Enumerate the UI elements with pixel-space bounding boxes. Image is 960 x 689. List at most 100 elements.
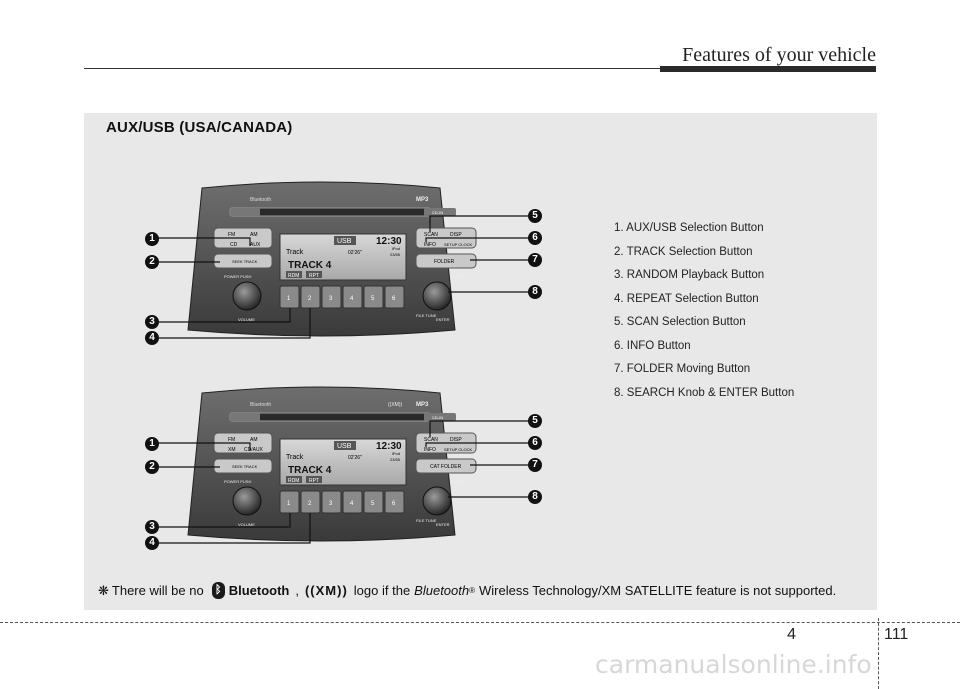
legend-item: 4. REPEAT Selection Button (614, 293, 794, 317)
callout-marker-2: 2 (145, 255, 159, 269)
svg-text:FILE TUNE: FILE TUNE (416, 518, 437, 523)
callout-marker-6: 6 (528, 436, 542, 450)
left-button-cluster: FM AM XM CD/AUX SEEK TRACK (214, 433, 272, 473)
search-knob[interactable] (423, 487, 451, 515)
svg-text:VOLUME: VOLUME (238, 522, 255, 527)
mp3-badge: MP3 (416, 402, 429, 408)
callout-marker-2: 2 (145, 460, 159, 474)
callout-marker-6: 6 (528, 231, 542, 245)
registered-mark: ® (469, 586, 475, 595)
svg-text:CD-IN: CD-IN (432, 415, 443, 420)
svg-text:23/55: 23/55 (390, 252, 401, 257)
footer-divider (878, 618, 879, 689)
svg-text:ENTER: ENTER (436, 522, 450, 527)
search-knob[interactable] (423, 282, 451, 310)
legend-item: 3. RANDOM Playback Button (614, 269, 794, 293)
eject-button[interactable] (230, 413, 260, 421)
svg-text:AUX: AUX (250, 242, 261, 248)
svg-text:CAT FOLDER: CAT FOLDER (430, 464, 462, 470)
eject-button[interactable] (230, 208, 260, 216)
svg-text:XM: XM (228, 447, 236, 453)
svg-text:iPod: iPod (392, 246, 400, 251)
header-rule (84, 68, 660, 69)
svg-text:FILE TUNE: FILE TUNE (416, 313, 437, 318)
svg-text:SETUP CLOCK: SETUP CLOCK (444, 242, 472, 247)
svg-text:SETUP CLOCK: SETUP CLOCK (444, 447, 472, 452)
svg-text:02'26": 02'26" (348, 250, 362, 256)
svg-text:iPod: iPod (392, 451, 400, 456)
svg-text:DISP: DISP (450, 437, 462, 443)
volume-knob[interactable] (233, 282, 261, 310)
svg-text:RPT: RPT (309, 273, 319, 279)
button-legend: 1. AUX/USB Selection Button 2. TRACK Sel… (614, 222, 794, 410)
volume-knob[interactable] (233, 487, 261, 515)
footnote-text-1: There will be no (112, 583, 204, 598)
legend-item: 1. AUX/USB Selection Button (614, 222, 794, 246)
svg-text:FM: FM (228, 232, 235, 238)
svg-text:USB: USB (337, 443, 352, 450)
footnote-bluetooth-italic: Bluetooth (414, 583, 469, 598)
svg-text:POWER PUSH: POWER PUSH (224, 274, 251, 279)
svg-text:TRACK 4: TRACK 4 (288, 260, 332, 271)
page-header-title: Features of your vehicle (682, 44, 876, 67)
radio-unit-bottom: Bluetooth ((XM)) MP3 CD-IN FM AM XM CD/A… (120, 385, 540, 545)
svg-text:02'26": 02'26" (348, 455, 362, 461)
callout-marker-1: 1 (145, 232, 159, 246)
svg-text:AUDIO: AUDIO (450, 274, 463, 279)
bluetooth-badge: Bluetooth (250, 402, 271, 408)
footnote-text-2: logo if the (354, 583, 410, 598)
bluetooth-logo: ᛒ Bluetooth (212, 582, 290, 599)
svg-text:USB: USB (337, 238, 352, 245)
xm-badge: ((XM)) (388, 402, 402, 408)
svg-text:AUDIO: AUDIO (450, 479, 463, 484)
svg-text:DISP: DISP (450, 232, 462, 238)
footnote-comma: , (295, 583, 299, 598)
callout-marker-8: 8 (528, 285, 542, 299)
chapter-number: 4 (787, 626, 796, 644)
svg-text:RDM: RDM (288, 478, 299, 484)
legend-item: 5. SCAN Selection Button (614, 316, 794, 340)
right-button-cluster: SCAN DISP INFO SETUP CLOCK FOLDER (416, 228, 476, 268)
svg-text:SEEK TRACK: SEEK TRACK (232, 464, 258, 469)
callout-marker-1: 1 (145, 437, 159, 451)
callout-marker-5: 5 (528, 209, 542, 223)
footnote-text-3: Wireless Technology/XM SATELLITE feature… (479, 583, 836, 598)
mp3-badge: MP3 (416, 197, 429, 203)
bluetooth-icon: ᛒ (212, 582, 225, 599)
callout-marker-7: 7 (528, 253, 542, 267)
legend-item: 2. TRACK Selection Button (614, 246, 794, 270)
svg-text:POWER PUSH: POWER PUSH (224, 479, 251, 484)
xm-logo: ((XM)) (305, 583, 348, 598)
svg-text:INFO: INFO (424, 242, 436, 248)
callout-marker-4: 4 (145, 536, 159, 550)
legend-item: 8. SEARCH Knob & ENTER Button (614, 387, 794, 411)
right-button-cluster: SCAN DISP INFO SETUP CLOCK CAT FOLDER (416, 433, 476, 473)
page-number-value: 111 (884, 626, 908, 644)
svg-text:FM: FM (228, 437, 235, 443)
legend-item: 7. FOLDER Moving Button (614, 363, 794, 387)
callout-marker-3: 3 (145, 520, 159, 534)
svg-text:AM: AM (250, 437, 258, 443)
svg-text:VOLUME: VOLUME (238, 317, 255, 322)
header-bar (660, 66, 876, 72)
svg-text:ENTER: ENTER (436, 317, 450, 322)
svg-text:Track: Track (286, 454, 304, 461)
callout-marker-3: 3 (145, 315, 159, 329)
callout-marker-7: 7 (528, 458, 542, 472)
section-title: AUX/USB (USA/CANADA) (106, 119, 293, 136)
radio-unit-top: Bluetooth MP3 CD-IN FM AM CD AUX SEEK TR… (120, 180, 540, 340)
svg-text:CD: CD (230, 242, 238, 248)
svg-text:RPT: RPT (309, 478, 319, 484)
svg-text:AM: AM (250, 232, 258, 238)
svg-text:SEEK TRACK: SEEK TRACK (232, 259, 258, 264)
callout-marker-5: 5 (528, 414, 542, 428)
footer-rule (0, 622, 960, 623)
svg-text:CD-IN: CD-IN (432, 210, 443, 215)
svg-text:Track: Track (286, 249, 304, 256)
left-button-cluster: FM AM CD AUX SEEK TRACK (214, 228, 272, 268)
svg-text:TRACK 4: TRACK 4 (288, 465, 332, 476)
callout-marker-8: 8 (528, 490, 542, 504)
svg-text:RDM: RDM (288, 273, 299, 279)
legend-item: 6. INFO Button (614, 340, 794, 364)
watermark: carmanualsonline.info (595, 650, 872, 679)
